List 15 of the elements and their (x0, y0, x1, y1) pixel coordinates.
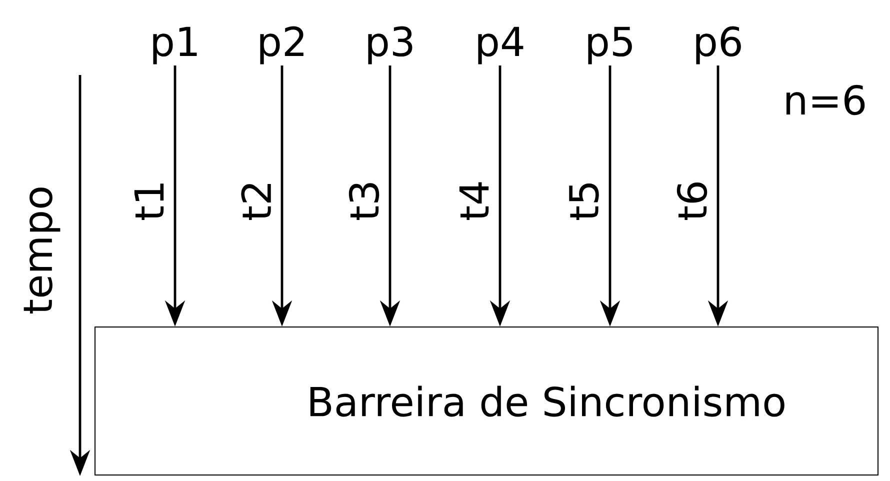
process-label: p2 (260, 26, 304, 64)
count-label: n=6 (786, 84, 865, 116)
edge-label: t1 (134, 184, 164, 220)
barrier-box: Barreira de Sincronismo (94, 326, 878, 476)
process-label: p3 (368, 26, 412, 64)
process-label: p4 (478, 26, 524, 64)
process-label: p1 (153, 26, 197, 64)
axis-label: tempo (24, 188, 60, 314)
edge-label: t5 (569, 183, 599, 220)
process-label: p5 (588, 26, 632, 64)
edge-label: t2 (241, 184, 271, 220)
edge-label: t6 (676, 182, 708, 220)
process-label: p6 (696, 26, 741, 64)
edge-label: t3 (348, 183, 380, 220)
edge-label: t4 (459, 182, 489, 220)
